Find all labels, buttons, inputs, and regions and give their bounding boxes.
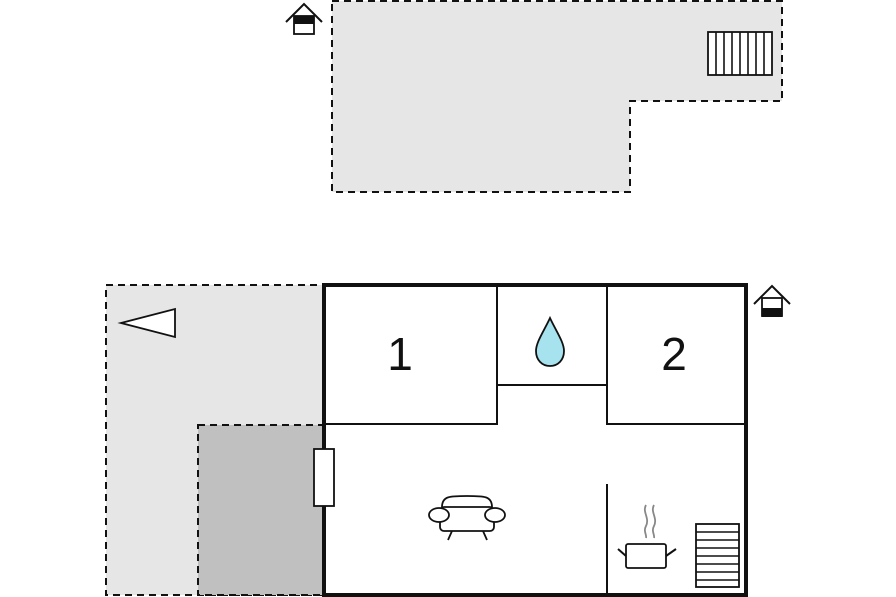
upper-terrace <box>331 0 783 193</box>
stairs-icon <box>695 523 740 588</box>
house-icon <box>753 284 791 317</box>
house-icon <box>285 2 323 35</box>
stairs-icon <box>707 31 773 76</box>
covered-area <box>197 424 325 596</box>
window-icon <box>313 448 335 507</box>
upper-terrace-area <box>331 0 783 193</box>
cooking-pot-icon <box>617 504 677 569</box>
lower-terrace <box>105 284 325 596</box>
water-drop-icon <box>535 315 565 367</box>
direction-arrow-icon <box>117 307 176 339</box>
bedroom-2-label: 2 <box>661 328 687 380</box>
house-interior <box>322 283 748 597</box>
sofa-icon <box>428 495 506 541</box>
bedroom-1-label: 1 <box>387 328 413 380</box>
